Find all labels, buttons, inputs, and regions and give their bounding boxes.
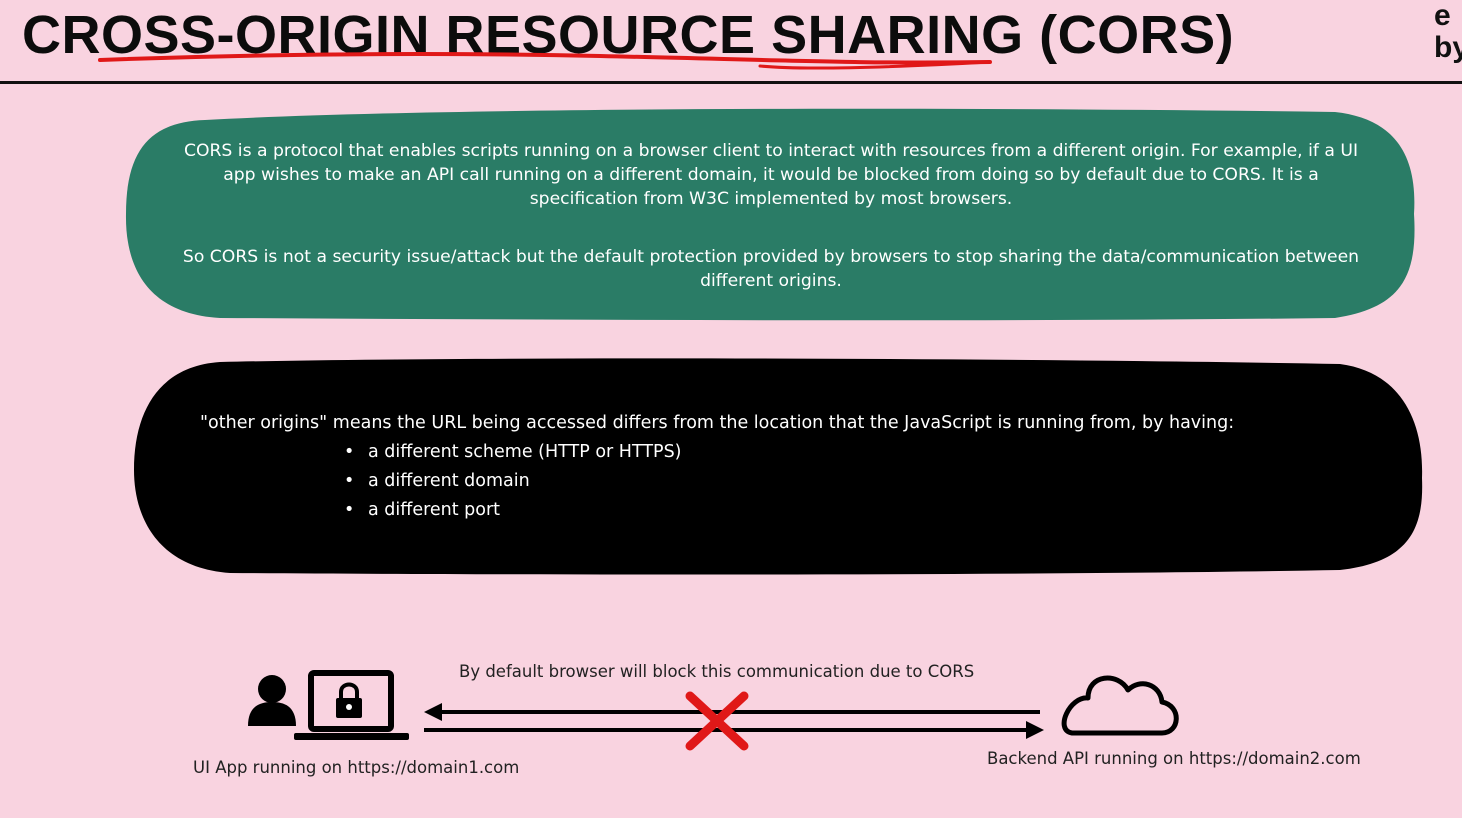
list-item: a different scheme (HTTP or HTTPS) <box>200 438 1350 467</box>
cloud-icon <box>1061 675 1179 736</box>
laptop-lock-icon <box>294 670 409 740</box>
list-item: a different port <box>200 496 1350 525</box>
title-underline <box>98 51 992 70</box>
green-panel-paragraph-2: So CORS is not a security issue/attack b… <box>182 247 1360 291</box>
other-origins-intro: "other origins" means the URL being acce… <box>200 413 1235 433</box>
cross-icon <box>685 691 749 751</box>
title-rule <box>0 81 1462 84</box>
server-label: Backend API running on https://domain2.c… <box>987 749 1361 768</box>
client-label: UI App running on https://domain1.com <box>193 758 520 777</box>
origin-criteria-list: a different scheme (HTTP or HTTPS) a dif… <box>200 438 1350 525</box>
green-panel-paragraph-1: CORS is a protocol that enables scripts … <box>183 141 1359 209</box>
user-icon <box>248 675 296 726</box>
black-panel-text: "other origins" means the URL being acce… <box>200 409 1350 525</box>
arrow-caption: By default browser will block this commu… <box>459 662 975 681</box>
list-item: a different domain <box>200 467 1350 496</box>
green-panel-text: CORS is a protocol that enables scripts … <box>168 139 1374 293</box>
corner-text: e by <box>1434 0 1462 64</box>
